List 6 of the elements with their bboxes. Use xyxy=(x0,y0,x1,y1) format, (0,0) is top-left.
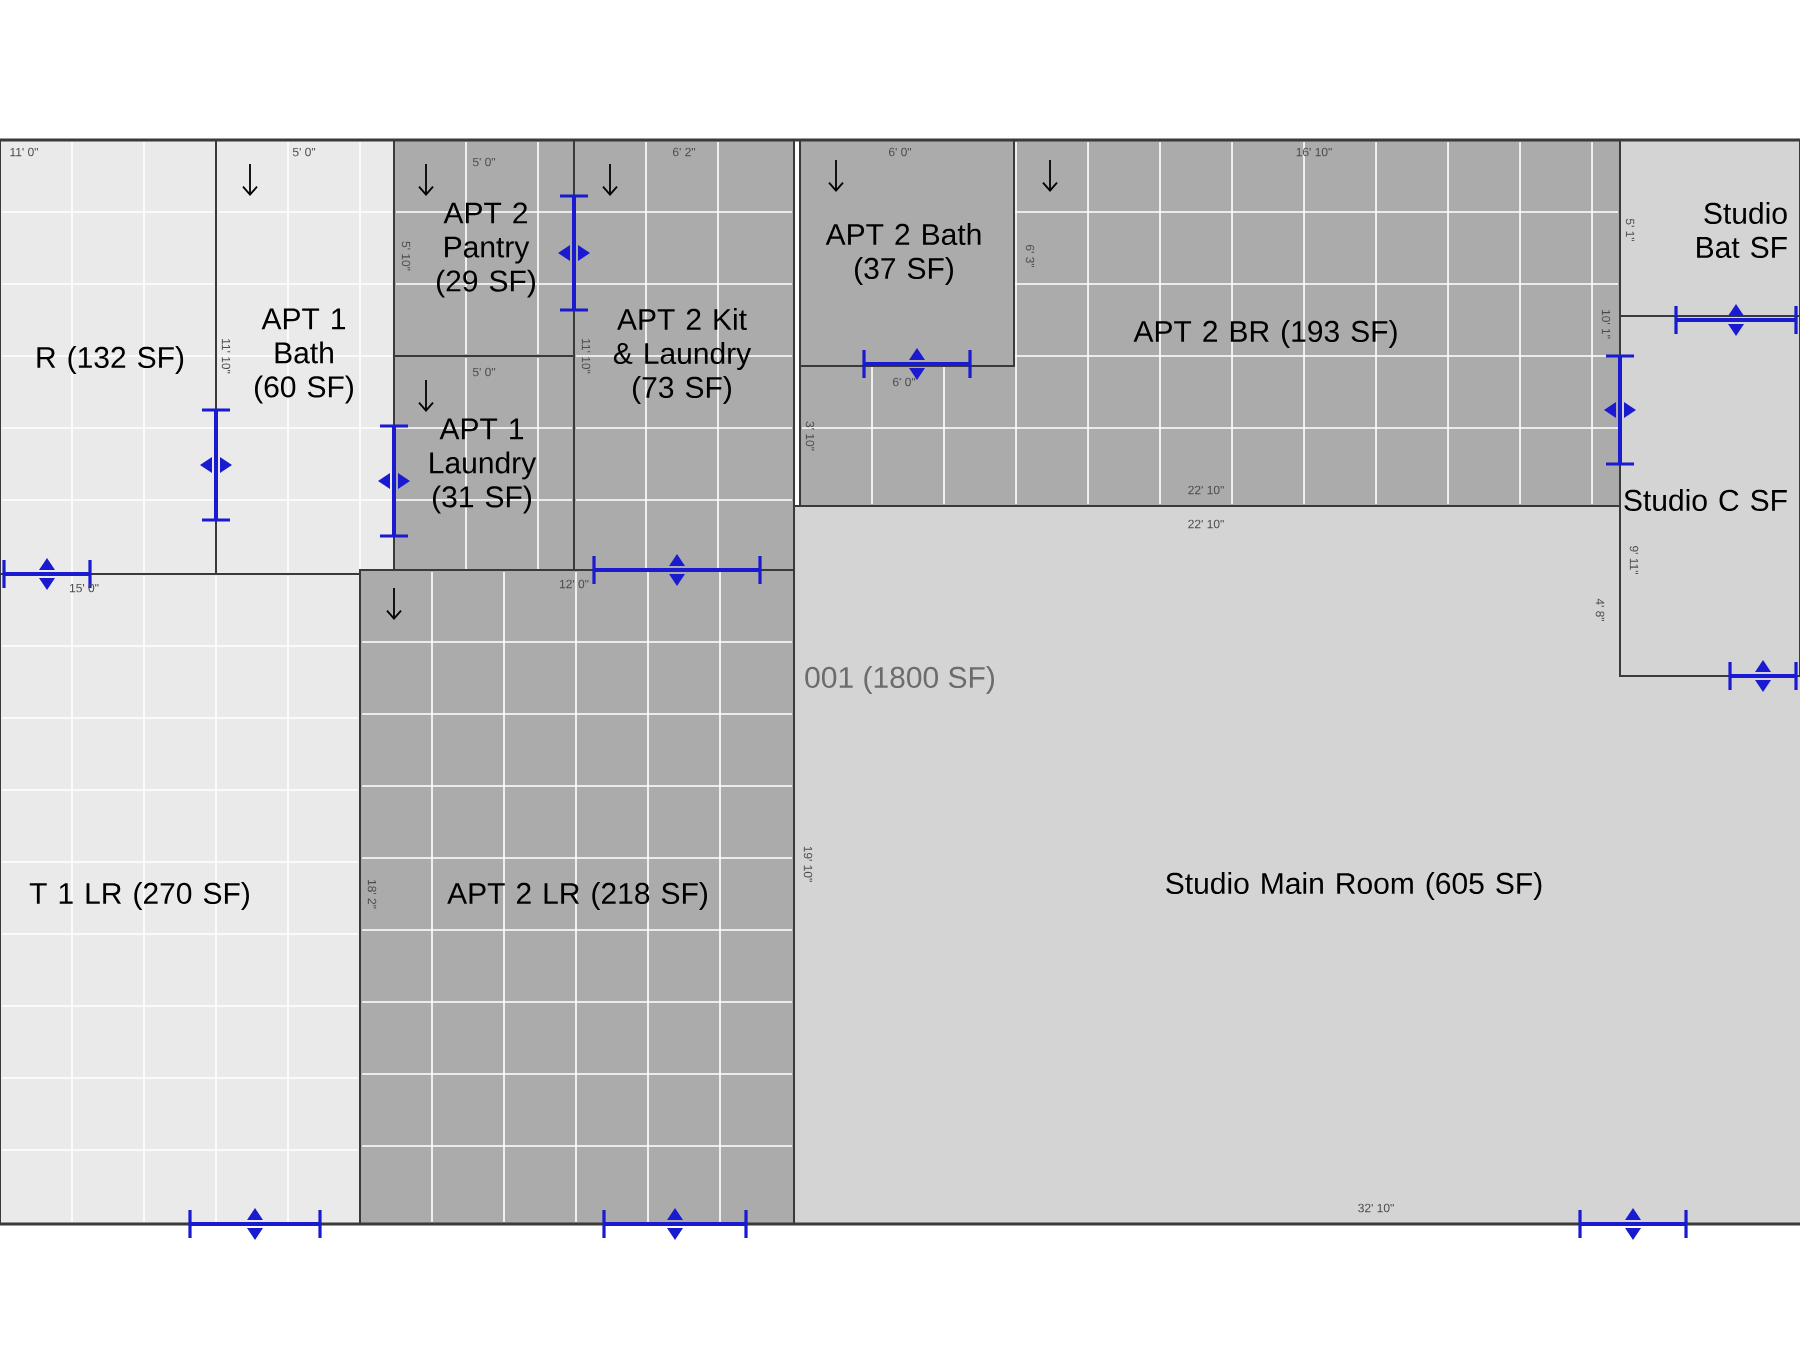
node-label: T 1 LR (270 SF) xyxy=(29,882,249,910)
area-label: 001 (1800 SF) xyxy=(805,666,994,694)
node-label: R (132 SF) xyxy=(37,346,184,374)
node-label: APT 2 Kit & Laundry (73 SF) xyxy=(613,308,752,404)
node-label: APT 1 Laundry (31 SF) xyxy=(430,418,537,514)
node-label: APT 1 Bath (60 SF) xyxy=(255,308,353,404)
